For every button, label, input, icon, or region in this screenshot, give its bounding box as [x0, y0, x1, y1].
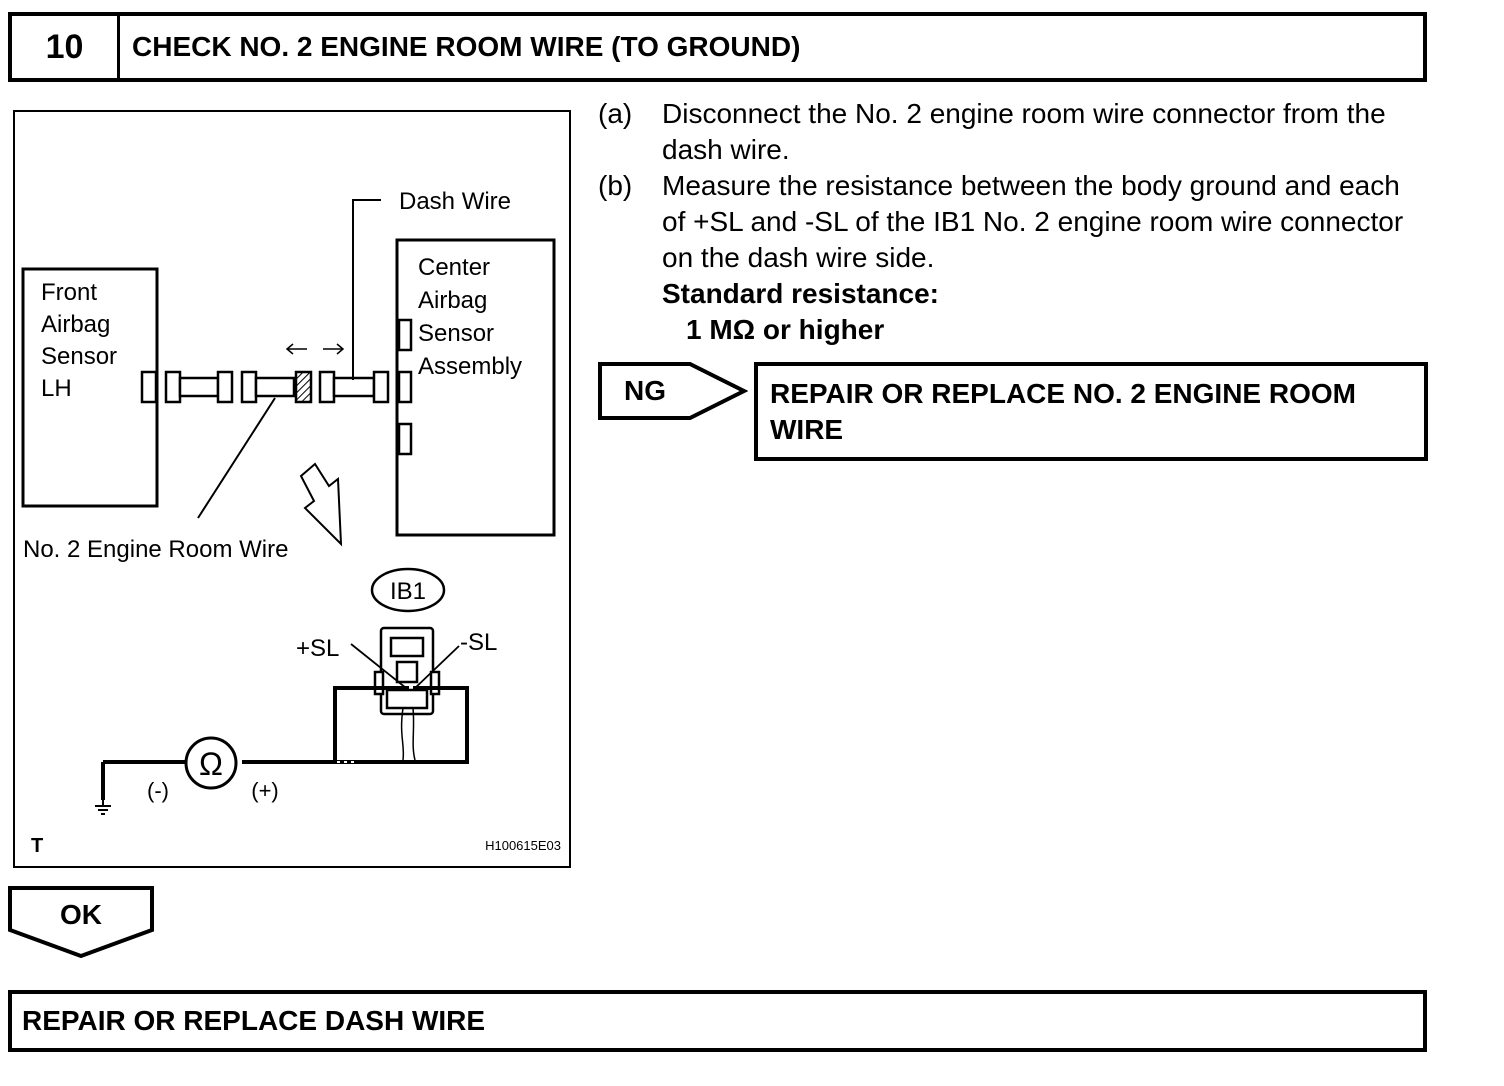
wiring-diagram: Front Airbag Sensor LH Center Airbag Sen…	[13, 110, 571, 868]
step-title: CHECK NO. 2 ENGINE ROOM WIRE (TO GROUND)	[132, 31, 801, 62]
step-a-label: (a)	[598, 98, 633, 129]
step-header: 10 CHECK NO. 2 ENGINE ROOM WIRE (TO GROU…	[8, 12, 1427, 82]
front-sensor-label-1: Front	[41, 279, 97, 306]
connector-ib1	[373, 626, 441, 716]
minus-lead-label: (-)	[147, 778, 169, 803]
ng-label: NG	[624, 375, 666, 406]
ohm-symbol: Ω	[199, 746, 223, 782]
engine-room-wire-leader	[197, 397, 276, 519]
step-a-text: Disconnect the No. 2 engine room wire co…	[662, 98, 1386, 165]
ng-action-box: REPAIR OR REPLACE NO. 2 ENGINE ROOM WIRE	[754, 362, 1428, 461]
ohmmeter	[184, 736, 238, 790]
front-sensor-label-4: LH	[41, 375, 72, 402]
step-b-text: Measure the resistance between the body …	[662, 170, 1404, 273]
center-sensor-label-3: Sensor	[418, 320, 494, 347]
ok-label: OK	[60, 899, 102, 930]
step-b-label: (b)	[598, 170, 633, 201]
pointing-arrow	[299, 462, 343, 547]
instructions: (a) Disconnect the No. 2 engine room wir…	[598, 96, 1428, 348]
center-sensor-box	[395, 238, 556, 537]
center-sensor-label-4: Assembly	[418, 353, 522, 380]
step-b: (b) Measure the resistance between the b…	[598, 168, 1428, 276]
plus-lead-wire	[333, 686, 469, 764]
figure-id: H100615E03	[485, 838, 561, 853]
ok-arrow: OK	[8, 886, 154, 958]
standard-value: 1 MΩ or higher	[686, 314, 885, 345]
ground-symbol	[95, 800, 111, 815]
ib1-ellipse	[370, 567, 446, 613]
front-sensor-label-3: Sensor	[41, 343, 117, 370]
front-sensor-label-2: Airbag	[41, 311, 110, 338]
corner-label: T	[31, 835, 43, 857]
ng-arrow: NG	[598, 362, 748, 420]
step-number: 10	[12, 16, 120, 78]
center-sensor-label-1: Center	[418, 254, 490, 281]
connector-label: IB1	[390, 578, 426, 605]
engine-room-wire-label: No. 2 Engine Room Wire	[23, 536, 288, 563]
minus-sl-label: -SL	[460, 629, 497, 656]
standard-label: Standard resistance:	[662, 278, 939, 309]
disconnected-connector	[294, 370, 313, 404]
center-sensor-label-2: Airbag	[418, 287, 487, 314]
step-a: (a) Disconnect the No. 2 engine room wir…	[598, 96, 1428, 168]
dash-wire-label: Dash Wire	[399, 188, 511, 215]
separation-arrows	[285, 343, 345, 355]
wire-harness	[140, 370, 390, 404]
dash-wire-leader	[352, 199, 381, 380]
plus-sl-label: +SL	[296, 635, 339, 662]
plus-lead-label: (+)	[251, 778, 279, 803]
ok-action-box: REPAIR OR REPLACE DASH WIRE	[8, 990, 1427, 1052]
